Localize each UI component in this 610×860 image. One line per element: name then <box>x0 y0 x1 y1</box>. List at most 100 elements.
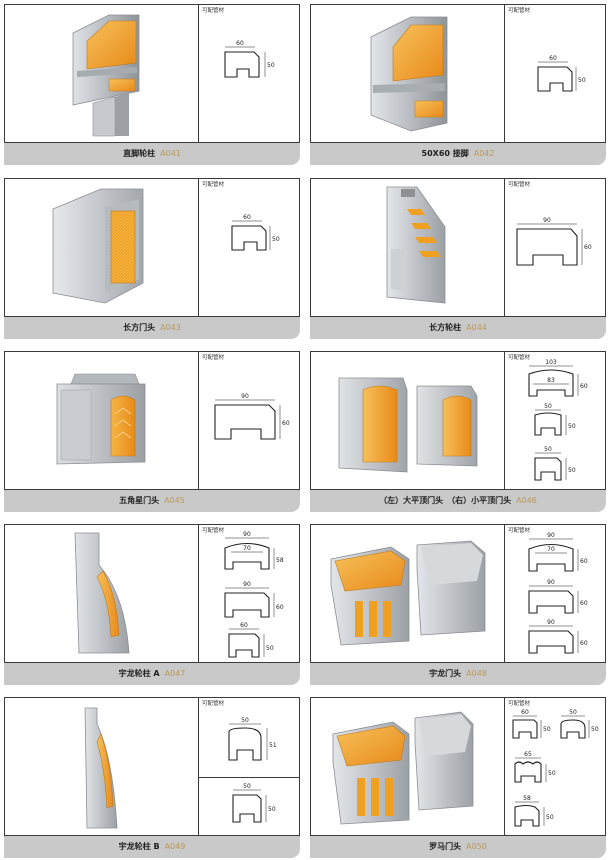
product-card-a048: 可配管材 90 70 60 90 60 90 60 <box>310 524 606 685</box>
profile-height-label: 51 <box>269 742 277 749</box>
profile-shape <box>528 590 574 614</box>
product-card-a047: 可配管材 90 70 58 90 60 60 50 <box>4 524 300 685</box>
compatible-tube-label: 可配管材 <box>202 8 225 14</box>
compatible-tube-label: 可配管材 <box>508 182 531 188</box>
profile-shape <box>228 727 262 761</box>
profile-width-label: 90 <box>547 532 555 539</box>
compatible-tube-label: 可配管材 <box>508 8 531 14</box>
product-card-a050: 可配管材 60 50 50 50 65 50 58 <box>310 697 606 858</box>
profile-inner-width-label: 70 <box>243 545 251 552</box>
profile-shape <box>537 66 573 92</box>
profile-width-label: 50 <box>241 717 249 724</box>
card-divider <box>198 179 199 316</box>
profile-height-label: 50 <box>568 467 576 474</box>
profile-width-label: 60 <box>549 55 557 62</box>
profile-area: 可配管材 90 70 60 90 60 90 60 <box>505 525 605 662</box>
profile-width-label: 90 <box>547 619 555 626</box>
product-code: A044 <box>466 323 487 332</box>
profile-width-label: 50 <box>243 783 251 790</box>
product-caption: 宇龙门头 A048 <box>310 663 606 685</box>
profile-shape <box>528 630 574 654</box>
profile-height-label: 60 <box>276 604 284 611</box>
profile-height-label: 60 <box>580 640 588 647</box>
card-divider <box>504 5 505 142</box>
profile-height-label: 50 <box>272 236 280 243</box>
product-photo <box>5 179 198 316</box>
profile-area: 可配管材 90 70 58 90 60 60 50 <box>199 525 299 662</box>
product-code: A048 <box>466 669 487 678</box>
product-code: A047 <box>164 669 186 678</box>
product-photo <box>311 525 504 662</box>
product-photo <box>5 352 198 489</box>
product-code: A042 <box>473 149 495 158</box>
product-name: 宇龙门头 <box>429 669 462 678</box>
product-name: （左）大平顶门头 （右）小平顶门头 <box>379 496 512 505</box>
profile-width-label: 103 <box>545 359 557 366</box>
profile-shape <box>516 228 578 266</box>
profile-shape <box>528 543 574 572</box>
product-code: A049 <box>164 842 186 851</box>
product-photo <box>5 5 198 142</box>
profile-width-label: 60 <box>240 622 248 629</box>
profile-shape <box>228 633 260 658</box>
profile-height-label: 50 <box>568 423 576 430</box>
card-frame: 可配管材 60 50 <box>4 178 300 317</box>
profile-shape <box>224 51 260 78</box>
profile-area: 可配管材 90 60 <box>199 352 299 489</box>
profile-width-label: 90 <box>241 393 249 400</box>
card-divider <box>504 525 505 662</box>
compatible-tube-label: 可配管材 <box>202 182 225 188</box>
product-photo <box>311 698 504 835</box>
product-photo <box>311 352 504 489</box>
profile-shape <box>512 719 538 739</box>
product-photo <box>5 525 198 662</box>
compatible-tube-label: 可配管材 <box>202 355 225 361</box>
profile-shape <box>514 804 540 827</box>
profile-inner-width-label: 70 <box>547 546 555 553</box>
profile-shape <box>534 412 562 436</box>
card-frame: 可配管材 90 60 <box>310 178 606 317</box>
profile-area: 可配管材 60 50 <box>199 179 299 316</box>
profile-width-label: 60 <box>243 214 251 221</box>
product-caption: 宇龙轮柱 A A047 <box>4 663 300 685</box>
card-frame: 可配管材 50 51 50 50 <box>4 697 300 836</box>
profile-shape <box>514 761 542 783</box>
compatible-tube-label: 可配管材 <box>508 355 531 361</box>
profile-height-label: 50 <box>578 77 586 84</box>
product-name: 宇龙轮柱 A <box>118 669 160 678</box>
profile-height-label: 50 <box>266 645 274 652</box>
profile-area: 可配管材 60 50 50 50 65 50 58 <box>505 698 605 835</box>
product-photo <box>311 5 504 142</box>
profile-area: 可配管材 60 50 <box>199 5 299 142</box>
profile-width-label: 60 <box>236 40 244 47</box>
profile-height-label: 50 <box>267 62 275 69</box>
profile-height-label: 60 <box>580 383 588 390</box>
profile-width-label: 60 <box>521 709 529 716</box>
product-code: A050 <box>466 842 487 851</box>
card-frame: 可配管材 60 50 50 50 65 50 58 <box>310 697 606 836</box>
compatible-tube-label: 可配管材 <box>202 701 225 707</box>
profile-shape <box>232 794 262 823</box>
profile-shape <box>560 719 586 739</box>
profile-height-label: 50 <box>268 806 276 813</box>
card-frame: 可配管材 90 70 58 90 60 60 50 <box>4 524 300 663</box>
profile-width-label: 90 <box>243 581 251 588</box>
card-frame: 可配管材 90 70 60 90 60 90 60 <box>310 524 606 663</box>
card-frame: 可配管材 60 50 <box>4 4 300 143</box>
product-card-a046: 可配管材 103 83 60 50 50 50 50 <box>310 351 606 512</box>
profile-inner-width-label: 83 <box>547 377 555 384</box>
profile-width-label: 90 <box>543 217 551 224</box>
card-divider <box>504 179 505 316</box>
profile-width-label: 58 <box>523 795 531 802</box>
